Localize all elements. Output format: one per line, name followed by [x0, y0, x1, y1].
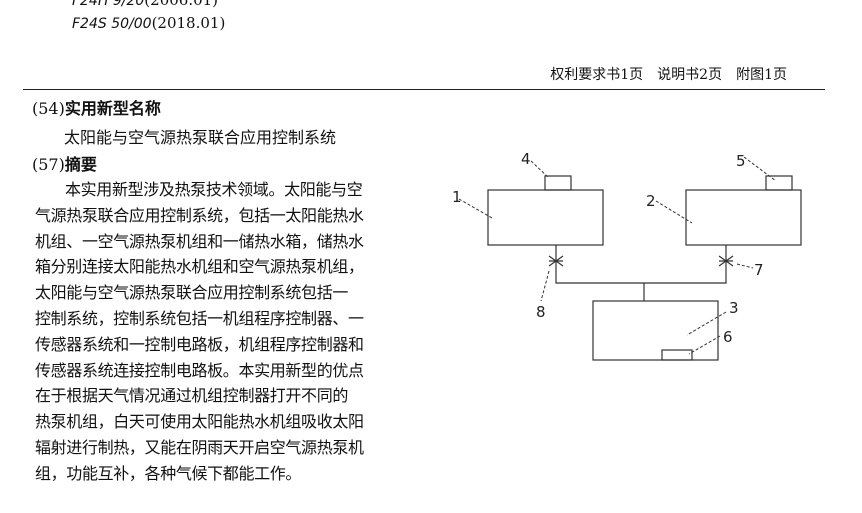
ipc-code: F24H 9/20: [72, 0, 145, 9]
drawings-page-count: 附图1页: [736, 67, 787, 83]
label-2: 2: [646, 192, 656, 210]
label-7: 7: [754, 261, 764, 279]
leader-lines: [458, 156, 777, 355]
abstract-line: 本实用新型涉及热泵技术领域。太阳能与空: [65, 180, 363, 199]
abstract-line: 在于根据天气情况通过机组控制器打开不同的: [35, 386, 349, 406]
abstract-line: 箱分别连接太阳能热水机组和空气源热泵机组，: [35, 257, 364, 277]
page-count-summary: 权利要求书1页说明书2页附图1页: [550, 64, 787, 84]
ipc-classification-2: F24S 50/00(2018.01): [72, 14, 225, 32]
label-1: 1: [452, 188, 462, 206]
abstract-line: 机组、一空气源热泵机组和一储热水箱，储热水: [35, 231, 364, 251]
ipc-date: (2018.01): [151, 14, 226, 32]
abstract-line: 气源热泵联合应用控制系统，包括一太阳能热水: [35, 205, 364, 225]
header-divider: [23, 89, 825, 90]
abstract-line: 组，功能互补，各种气候下都能工作。: [35, 463, 302, 483]
section-number: (57): [32, 155, 65, 174]
ipc-code: F24S 50/00: [72, 16, 152, 32]
solar-unit-sensor: [544, 175, 572, 191]
label-5: 5: [736, 152, 746, 170]
figure-labels: 1 4 2 5 3 6 7 8: [452, 150, 764, 346]
claims-page-count: 权利要求书1页: [550, 67, 644, 83]
valve-left: [548, 255, 564, 267]
abstract-line: 传感器系统和一控制电路板，机组程序控制器和: [35, 334, 364, 354]
solar-water-heater-unit: [487, 189, 604, 246]
abstract-line: 传感器系统连接控制电路板。本实用新型的优点: [35, 360, 364, 380]
system-schematic: 1 4 2 5 3 6 7 8: [452, 150, 802, 361]
valve-right: [718, 255, 734, 267]
abstract-line: 控制系统，控制系统包括一机组程序控制器、一: [35, 308, 364, 328]
utility-model-title: 太阳能与空气源热泵联合应用控制系统: [64, 128, 337, 147]
heat-storage-tank: [592, 300, 719, 361]
heat-pump-sensor: [765, 175, 793, 191]
air-source-heat-pump-unit: [685, 189, 802, 246]
label-8: 8: [536, 303, 546, 321]
abstract-line: 辐射进行制热，又能在阴雨天开启空气源热泵机: [35, 437, 364, 457]
label-4: 4: [521, 150, 531, 168]
abstract-line: 太阳能与空气源热泵联合应用控制系统包括一: [35, 283, 349, 303]
connecting-pipes: [555, 245, 727, 301]
section-heading: 摘要: [64, 155, 97, 174]
label-3: 3: [729, 299, 739, 317]
ipc-date: (2006.01): [144, 0, 219, 9]
label-6: 6: [723, 328, 733, 346]
abstract-text: 本实用新型涉及热泵技术领域。太阳能与空 气源热泵联合应用控制系统，包括一太阳能热…: [35, 177, 415, 487]
section-number: (54): [32, 99, 65, 118]
abstract-line: 热泵机组，白天可使用太阳能热水机组吸收太阳: [35, 412, 364, 432]
description-page-count: 说明书2页: [657, 67, 723, 83]
section-54-heading: (54)实用新型名称: [32, 95, 161, 119]
section-heading: 实用新型名称: [64, 99, 161, 118]
control-circuit-board: [661, 349, 693, 361]
ipc-classification-1: F24H 9/20(2006.01): [72, 0, 218, 9]
section-57-heading: (57)摘要: [32, 151, 97, 175]
